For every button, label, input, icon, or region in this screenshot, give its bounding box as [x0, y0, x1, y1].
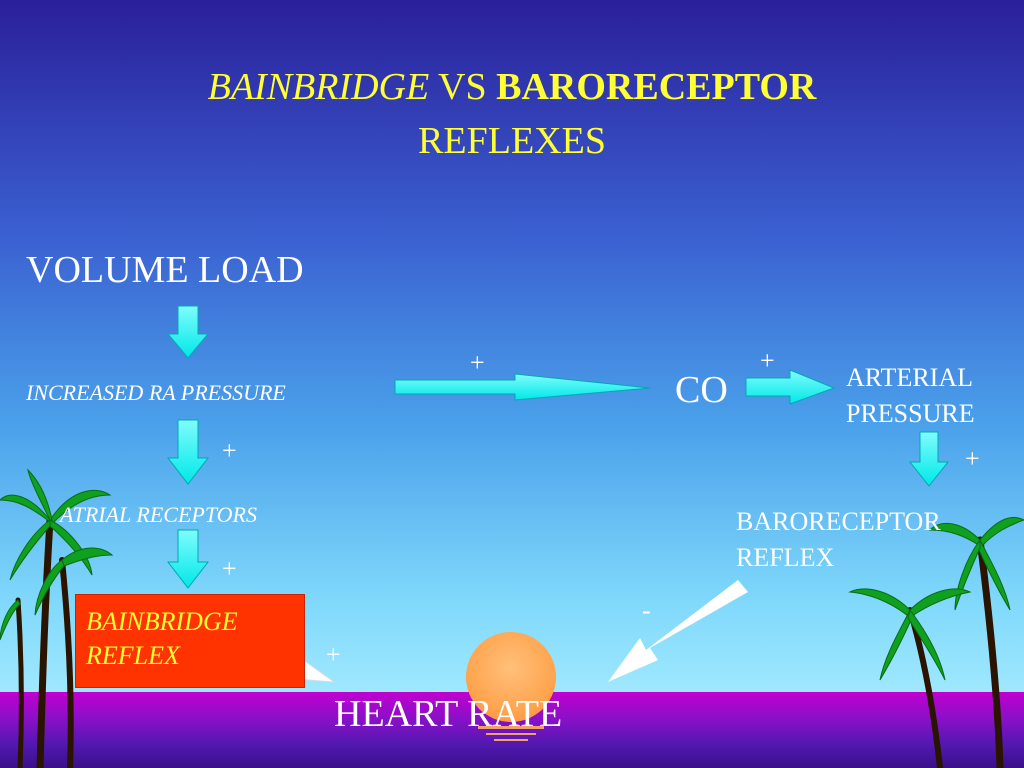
title-vs: VS — [438, 66, 487, 108]
baroreceptor-reflex-line1: BARORECEPTOR — [736, 507, 941, 536]
sign-atrial-to-bainbridge: + — [222, 554, 237, 583]
sign-bainbridge-to-hr: + — [326, 640, 341, 669]
right-arrow-icon — [394, 373, 651, 401]
title-bainbridge: BAINBRIDGE — [207, 66, 430, 108]
palm-tree-icon — [0, 468, 114, 768]
down-arrow-icon — [166, 305, 210, 359]
sun-reflection — [478, 726, 544, 741]
heart-rate-label: HEART RATE — [334, 693, 563, 735]
title-baroreceptor: BARORECEPTOR — [496, 66, 817, 108]
bainbridge-reflex-line2: REFLEX — [86, 641, 180, 670]
sign-co-to-ap: + — [760, 346, 775, 375]
arterial-pressure-line2: PRESSURE — [846, 399, 975, 428]
baroreceptor-reflex-label: BARORECEPTOR REFLEX — [736, 504, 941, 576]
baroreceptor-reflex-line2: REFLEX — [736, 543, 835, 572]
sign-baro-to-hr: - — [642, 596, 651, 625]
arterial-pressure-label: ARTERIAL PRESSURE — [846, 360, 975, 432]
right-arrow-icon — [745, 369, 836, 405]
slide-title: BAINBRIDGE VS BARORECEPTOR — [0, 64, 1024, 110]
sign-ra-to-atrial: + — [222, 436, 237, 465]
baroreceptor-to-heart-rate-arrow — [608, 580, 748, 682]
sign-ra-to-co: + — [470, 348, 485, 377]
bainbridge-reflex-box: BAINBRIDGE REFLEX — [75, 594, 305, 688]
down-arrow-icon — [166, 529, 210, 589]
arterial-pressure-line1: ARTERIAL — [846, 363, 973, 392]
down-arrow-icon — [908, 431, 950, 487]
sign-ap-to-baro: + — [965, 444, 980, 473]
palm-tree-icon — [848, 517, 1024, 768]
increased-ra-pressure-label: INCREASED RA PRESSURE — [26, 380, 286, 405]
title-line2: REFLEXES — [418, 120, 606, 162]
down-arrow-icon — [166, 419, 210, 485]
volume-load-label: VOLUME LOAD — [26, 249, 304, 291]
co-label: CO — [675, 369, 728, 411]
atrial-receptors-label: ATRIAL RECEPTORS — [60, 502, 257, 527]
bainbridge-reflex-line1: BAINBRIDGE — [86, 607, 238, 636]
sun-icon — [466, 632, 556, 722]
